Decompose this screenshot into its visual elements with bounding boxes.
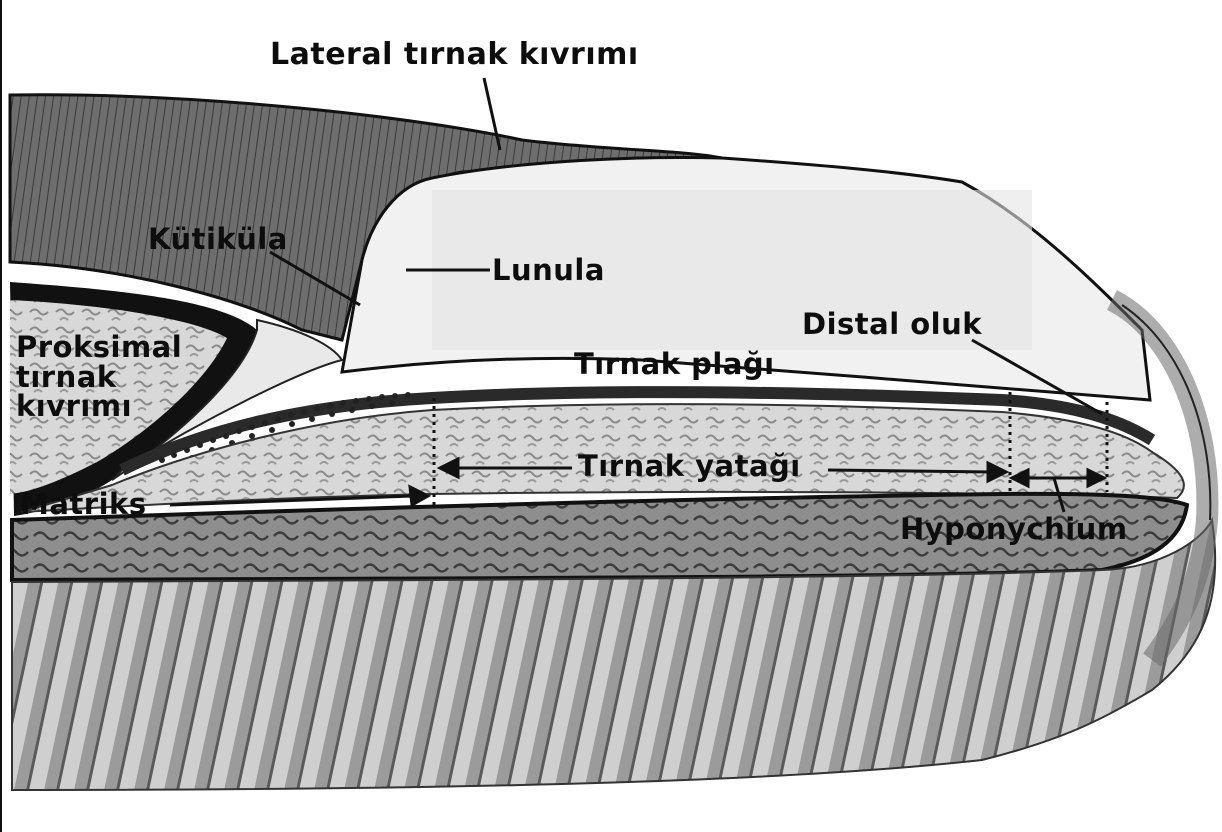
label-nail-bed: Tırnak yatağı (578, 452, 801, 481)
label-proximal-line1: Proksimal (16, 333, 236, 363)
label-nail-plate: Tırnak plağı (574, 350, 775, 379)
nail-bed-arrow-line-right (828, 470, 992, 472)
label-hyponychium: Hyponychium (900, 515, 1128, 544)
label-lateral-nail-fold: Lateral tırnak kıvrımı (270, 40, 639, 70)
label-proximal-nail-fold: Proksimal tırnak kıvrımı (16, 333, 236, 422)
label-proximal-line3: kıvrımı (16, 392, 236, 422)
label-proximal-line2: tırnak (16, 363, 236, 393)
label-lunula: Lunula (492, 256, 605, 285)
label-matrix: Matriks (20, 490, 147, 519)
label-distal-groove: Distal oluk (802, 310, 982, 339)
label-cuticle: Kütiküla (148, 225, 288, 254)
